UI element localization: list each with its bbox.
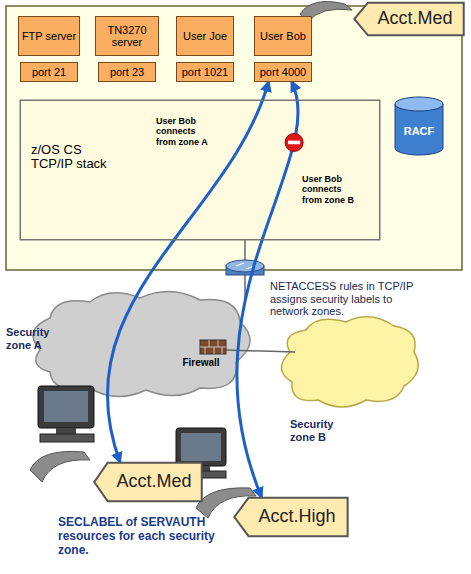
stack-fill xyxy=(20,100,380,240)
user-box: User Bob xyxy=(254,16,312,56)
node-text: RACF xyxy=(404,125,435,137)
system-box xyxy=(6,6,462,270)
router-icon xyxy=(226,260,264,275)
zone-label: Security zone A xyxy=(6,326,68,351)
caption-note: SECLABEL of SERVAUTH resources for each … xyxy=(58,516,218,557)
zone-label: Security zone B xyxy=(290,418,352,443)
node-text: z/OS CS TCP/IP stack xyxy=(31,143,113,172)
flow-note: User Bob connects from zone A xyxy=(156,116,214,147)
annotation: NETACCESS rules in TCP/IP assigns securi… xyxy=(270,280,420,318)
security-label-tag: Acct.Med xyxy=(352,2,466,36)
blocked-symbol xyxy=(285,133,303,151)
tag-text: Acct.Med xyxy=(116,472,191,492)
security-label-tag: Acct.High xyxy=(232,497,350,537)
database-cylinder: RACF xyxy=(394,96,444,156)
flow-arrow xyxy=(107,82,268,462)
firewall-label: Firewall xyxy=(178,357,224,369)
security-label-tag: Acct.Med xyxy=(92,462,204,502)
port-box: port 4000 xyxy=(254,62,312,82)
network-cloud xyxy=(33,291,250,396)
node-text: User Joe xyxy=(183,30,227,42)
computer-icon xyxy=(38,386,94,442)
port-box: port 1021 xyxy=(176,62,234,82)
node-text: port 23 xyxy=(110,66,144,78)
phone-handset xyxy=(30,451,90,482)
port-box: port 21 xyxy=(20,62,78,82)
node-text: port 4000 xyxy=(260,66,306,78)
firewall-icon xyxy=(200,340,226,354)
port-box: port 23 xyxy=(98,62,156,82)
node-text: FTP server xyxy=(22,30,76,42)
node-text: User Bob xyxy=(260,30,306,42)
tag-text: Acct.Med xyxy=(377,9,452,29)
server-box: FTP server xyxy=(18,16,80,56)
flow-note: User Bob connects from zone B xyxy=(302,174,360,205)
user-box: User Joe xyxy=(176,16,234,56)
stack-box: z/OS CS TCP/IP stack xyxy=(20,100,380,240)
node-text: TN3270 server xyxy=(96,24,158,48)
node-text: port 21 xyxy=(32,66,66,78)
server-box: TN3270 server xyxy=(95,16,159,56)
network-cloud xyxy=(281,317,418,407)
node-text: port 1021 xyxy=(182,66,228,78)
network-link xyxy=(225,350,295,352)
tag-text: Acct.High xyxy=(258,507,335,527)
